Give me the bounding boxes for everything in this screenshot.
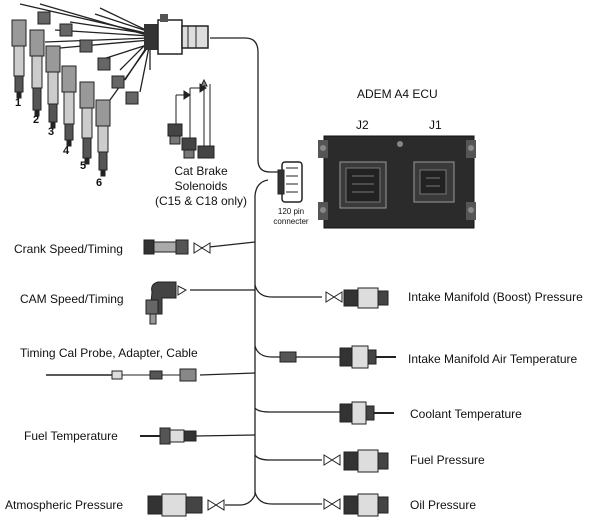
injector-number: 2 (33, 114, 40, 126)
crank-speed-label: Crank Speed/Timing (14, 242, 123, 256)
oil-pressure-label: Oil Pressure (410, 498, 477, 512)
coolant-temperature-label: Coolant Temperature (410, 407, 522, 421)
120-pin-connector-icon (277, 161, 303, 203)
injector-number: 4 (63, 145, 70, 157)
atmospheric-pressure-label: Atmospheric Pressure (5, 498, 124, 512)
harness-connector-icon (144, 14, 209, 55)
connector-label-line1: 120 pin (277, 207, 305, 216)
injector-number: 5 (80, 160, 87, 172)
atmospheric-pressure-sensor-icon (147, 493, 225, 517)
injector-number: 1 (15, 97, 22, 109)
timing-cal-probe-icon (46, 368, 197, 382)
fuel-temperature-label: Fuel Temperature (24, 429, 118, 443)
cam-speed-label: CAM Speed/Timing (20, 292, 124, 306)
connector-label: 120 pin connecter (266, 207, 316, 227)
fuel-temperature-sensor-icon (140, 427, 197, 445)
boost-pressure-sensor-icon (325, 287, 389, 309)
injectors-icon (11, 11, 139, 177)
ecu-j1-label: J1 (429, 118, 442, 132)
ecu-title: ADEM A4 ECU (357, 87, 438, 101)
cat-brake-label-line3: (C15 & C18 only) (154, 194, 248, 208)
crank-sensor-icon (143, 239, 211, 255)
ecu-j2-label: J2 (356, 118, 369, 132)
harness-wires (19, 3, 340, 506)
cam-sensor-icon (145, 281, 188, 325)
cat-brake-label-line1: Cat Brake (174, 164, 228, 178)
connector-label-line2: connecter (273, 217, 309, 226)
injector-number: 3 (48, 126, 55, 138)
cat-brake-label: Cat Brake Solenoids (C15 & C18 only) (136, 164, 266, 209)
air-temperature-sensor-icon (279, 345, 396, 369)
ecu-icon (318, 135, 476, 229)
timing-cal-label: Timing Cal Probe, Adapter, Cable (20, 346, 198, 360)
cat-brake-solenoids-icon (167, 78, 215, 159)
air-temperature-label: Intake Manifold Air Temperature (408, 352, 578, 366)
coolant-temperature-sensor-icon (339, 401, 394, 425)
oil-pressure-sensor-icon (323, 493, 389, 517)
fuel-pressure-sensor-icon (323, 449, 389, 473)
cat-brake-label-line2: Solenoids (174, 179, 228, 193)
fuel-pressure-label: Fuel Pressure (410, 453, 485, 467)
boost-pressure-label: Intake Manifold (Boost) Pressure (408, 290, 583, 304)
injector-number: 6 (96, 177, 103, 189)
